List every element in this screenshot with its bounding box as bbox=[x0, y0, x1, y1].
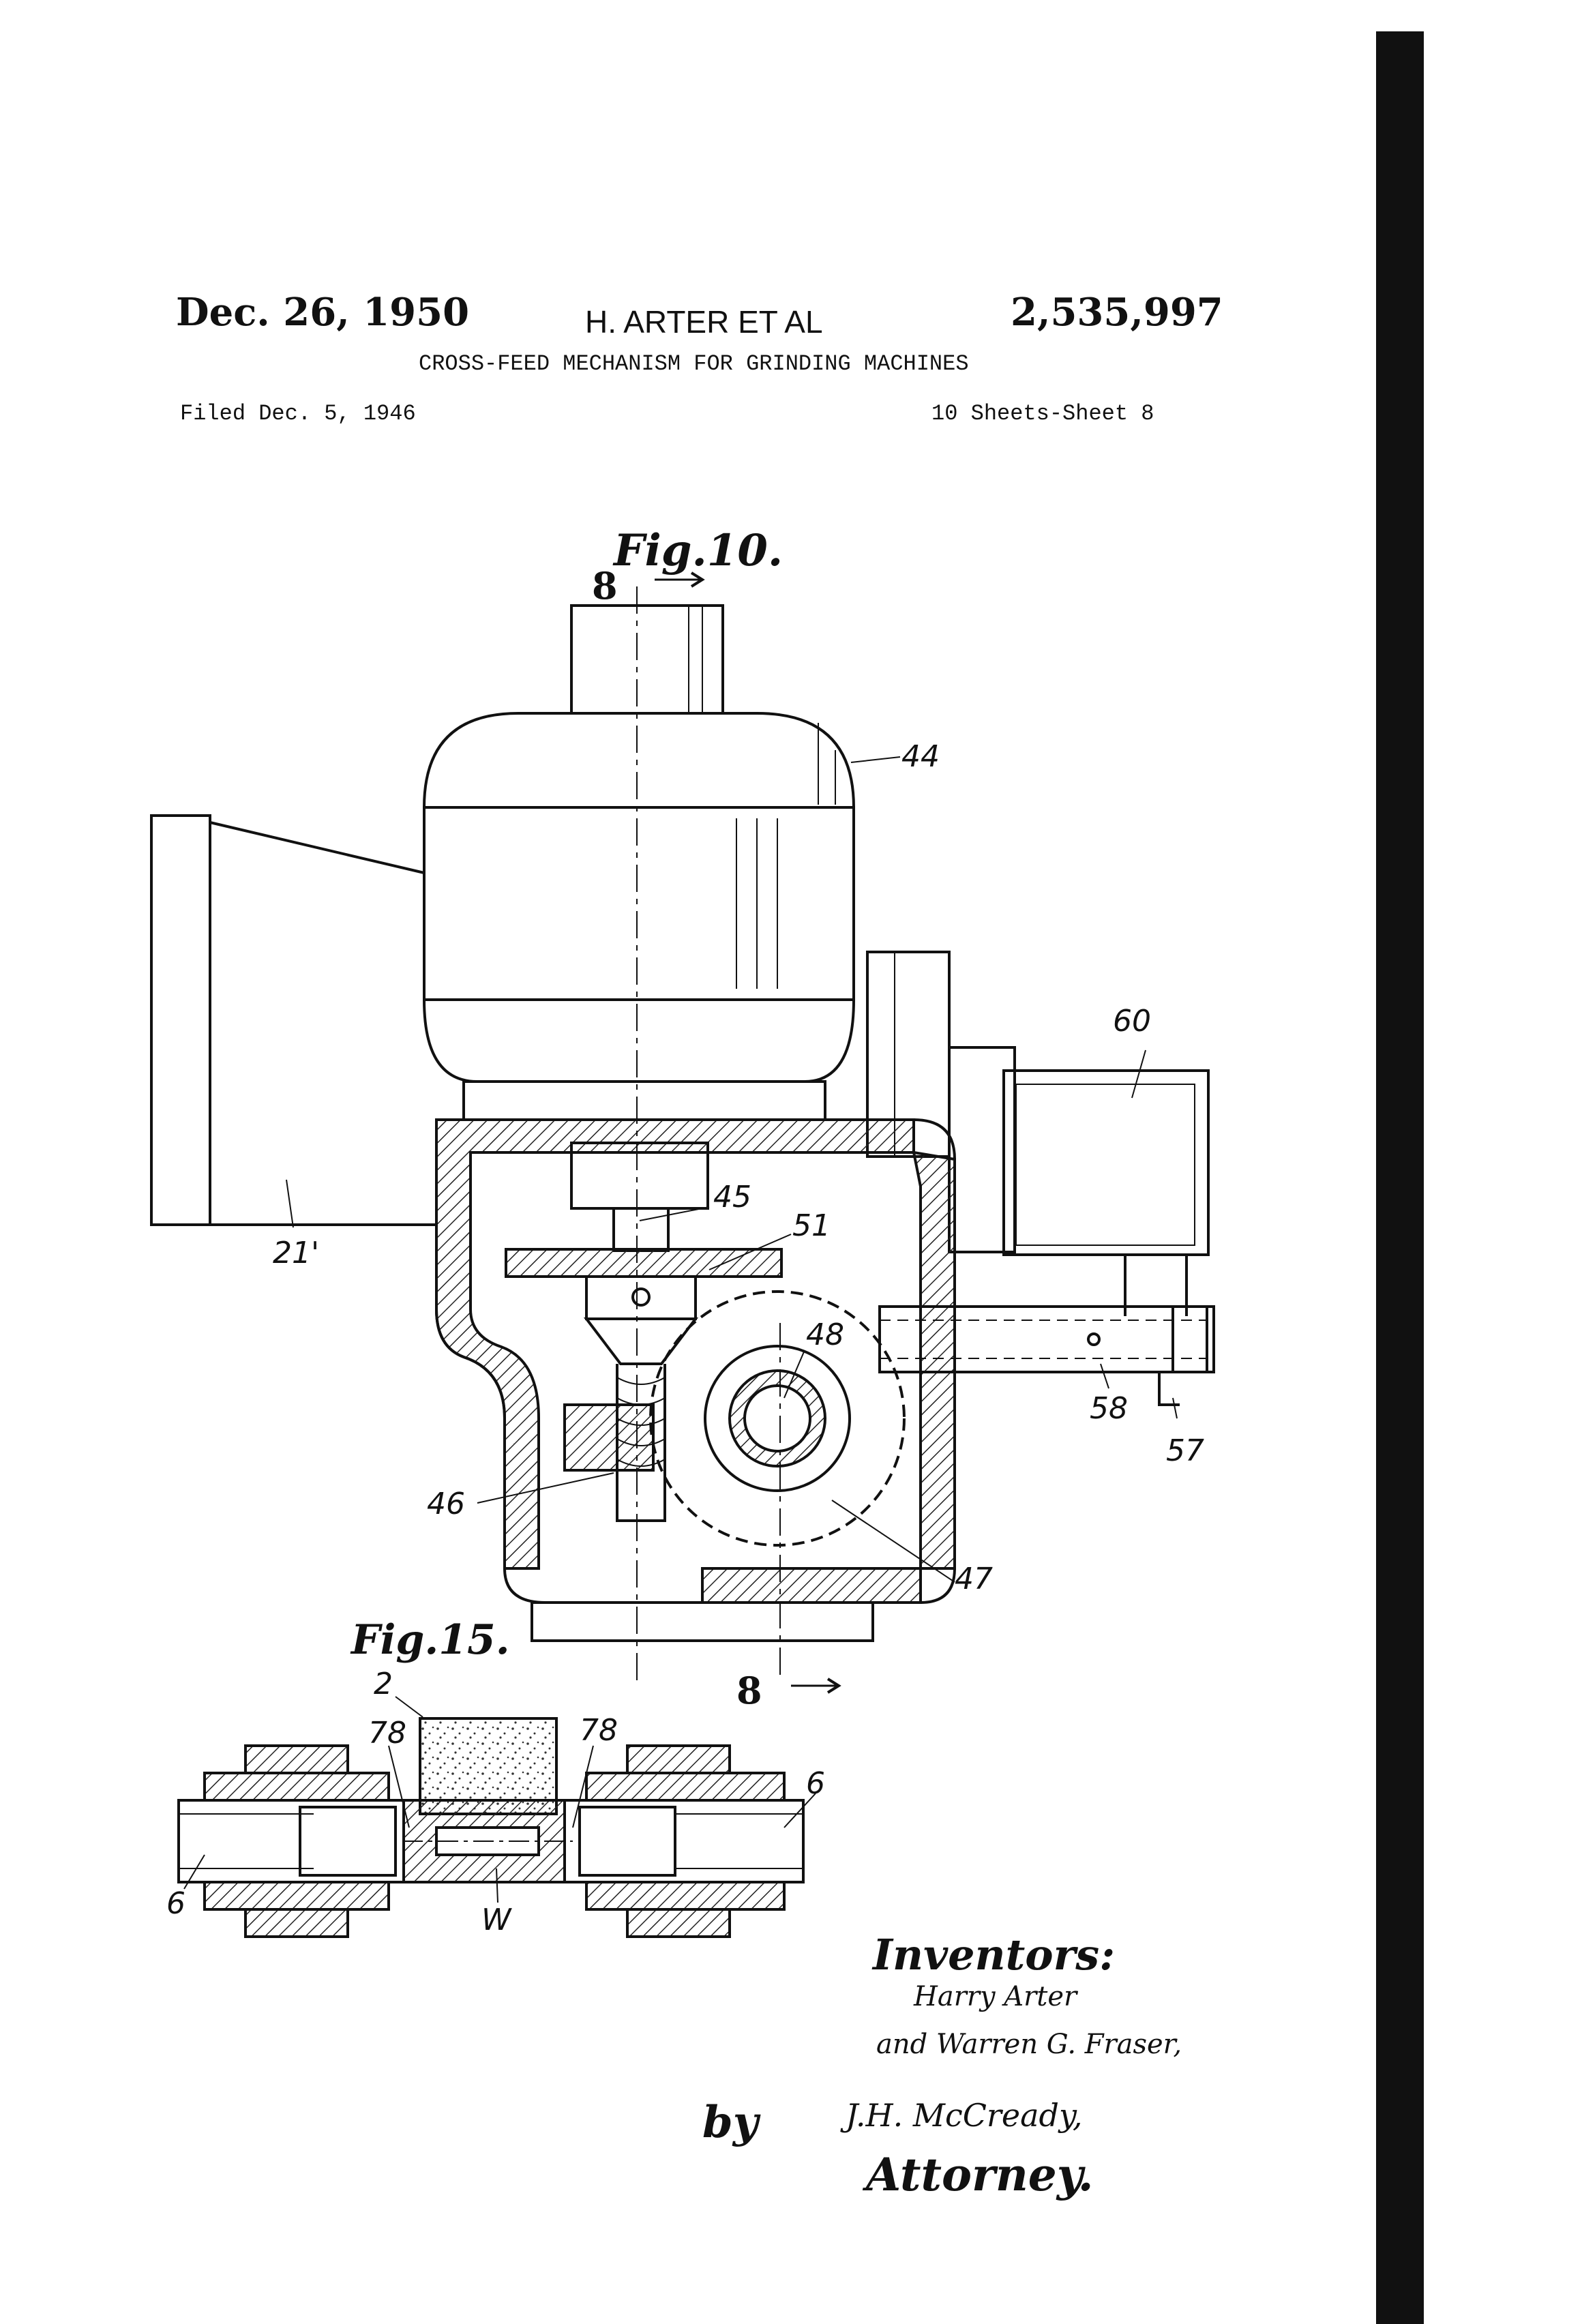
inventors-heading: Inventors: bbox=[873, 1930, 1116, 1980]
fig15-label: Fig.15. bbox=[351, 1616, 510, 1664]
attorney-label: Attorney. bbox=[866, 2148, 1094, 2201]
housing-base bbox=[531, 1601, 874, 1642]
ref-78-right: 78 bbox=[580, 1713, 618, 1748]
ref-47: 47 bbox=[955, 1562, 993, 1596]
inventor-line: H. ARTER ET AL bbox=[585, 304, 823, 340]
ref-21-prime: 21' bbox=[273, 1236, 319, 1270]
section-mark-top: 8 bbox=[592, 564, 618, 608]
right-spindle bbox=[563, 1799, 805, 1883]
ref-6-right: 6 bbox=[806, 1766, 825, 1801]
hub bbox=[704, 1345, 851, 1492]
section-mark-bottom: 8 bbox=[736, 1669, 762, 1712]
inventor-signature-1: Harry Arter bbox=[914, 1981, 1077, 2012]
fig10-drawing bbox=[150, 571, 1215, 1694]
bracket-plate bbox=[150, 814, 211, 1226]
ref-w: W bbox=[481, 1903, 512, 1937]
ref-44: 44 bbox=[901, 739, 940, 774]
motor-top-cap bbox=[570, 604, 724, 715]
shaft-58 bbox=[878, 1305, 1208, 1373]
fig15-drawing bbox=[177, 1696, 816, 1938]
ref-57: 57 bbox=[1166, 1433, 1204, 1468]
fig10-label: Fig.10. bbox=[614, 525, 783, 576]
by-label: by bbox=[702, 2097, 758, 2148]
grinding-wheel-2 bbox=[419, 1717, 558, 1815]
shaft-45 bbox=[612, 1207, 670, 1252]
motor-body bbox=[423, 806, 855, 1001]
ref-58: 58 bbox=[1090, 1391, 1128, 1426]
motor-flange bbox=[462, 1080, 826, 1121]
ref-48: 48 bbox=[806, 1317, 844, 1352]
inventor-signature-2: and Warren G. Fraser, bbox=[876, 2029, 1182, 2060]
patent-date: Dec. 26, 1950 bbox=[176, 290, 470, 335]
ref-60: 60 bbox=[1113, 1004, 1151, 1039]
motor-bottom bbox=[422, 998, 856, 1083]
worm-46 bbox=[563, 1403, 655, 1472]
worm-wheel-47 bbox=[649, 1290, 906, 1547]
ref-78-left: 78 bbox=[368, 1716, 406, 1751]
ref-46: 46 bbox=[427, 1487, 465, 1521]
ref-2: 2 bbox=[374, 1667, 393, 1701]
sheet-count: 10 Sheets-Sheet 8 bbox=[931, 401, 1154, 426]
ref-51: 51 bbox=[792, 1208, 831, 1243]
ref-45: 45 bbox=[713, 1180, 751, 1215]
attorney-signature: J.H. McCready, bbox=[846, 2097, 1083, 2134]
scan-edge-bar bbox=[1376, 31, 1424, 2324]
left-spindle bbox=[177, 1799, 405, 1883]
gear-51 bbox=[505, 1248, 783, 1278]
housing-60 bbox=[1002, 1069, 1210, 1256]
patent-title: CROSS-FEED MECHANISM FOR GRINDING MACHIN… bbox=[419, 351, 969, 376]
motor-dome bbox=[422, 712, 856, 809]
patent-number: 2,535,997 bbox=[1011, 290, 1223, 335]
ref-6-left: 6 bbox=[166, 1886, 185, 1921]
filed-date: Filed Dec. 5, 1946 bbox=[180, 401, 416, 426]
